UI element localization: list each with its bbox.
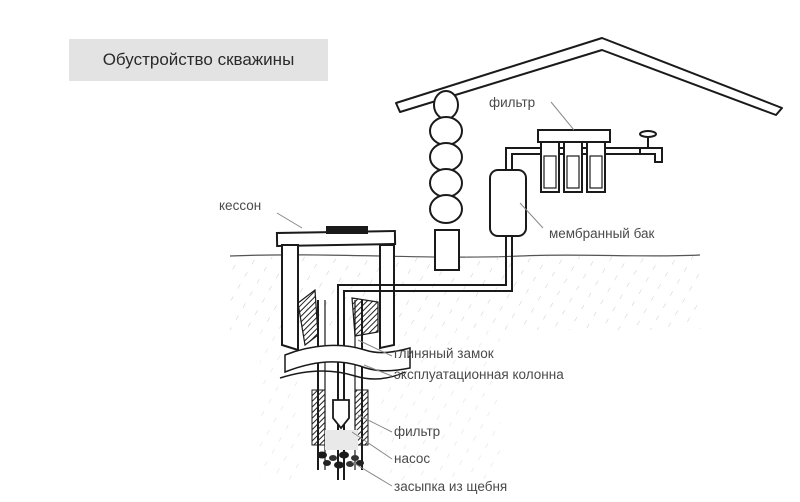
filter-bottom-leader	[357, 414, 393, 433]
label-clay-lock: глиняный замок	[394, 346, 494, 361]
label-caisson: кессон	[219, 198, 262, 213]
membrane-tank-leader	[519, 202, 544, 229]
filter-top-leader	[550, 101, 575, 131]
water-pipe	[337, 147, 655, 480]
clay-lock-leader	[357, 339, 393, 357]
label-pump: насос	[394, 451, 431, 466]
pump-leader	[351, 431, 393, 460]
soil	[229, 254, 701, 480]
label-casing: эксплуатационная колонна	[394, 367, 564, 382]
leader-lines	[276, 101, 575, 487]
label-gravel: засыпка из щебня	[394, 479, 508, 494]
label-membrane-tank: мембранный бак	[549, 226, 655, 241]
casing-leader	[363, 364, 393, 377]
caisson-leader	[276, 212, 303, 229]
gravel-icon	[317, 430, 364, 469]
label-filter-top: фильтр	[489, 95, 536, 110]
faucet-icon	[639, 130, 663, 163]
chimney-column-icon	[429, 90, 463, 271]
gravel-leader	[351, 461, 393, 487]
membrane-tank-icon	[489, 169, 527, 237]
water-filter-cartridges-icon	[537, 129, 611, 193]
house-roof-icon	[395, 37, 783, 116]
label-filter-bottom: фильтр	[394, 424, 441, 439]
submersible-pump-icon	[332, 399, 350, 430]
diagram-title: Обустройство скважины	[102, 50, 295, 69]
caisson-icon	[275, 226, 397, 352]
title-box: Обустройство скважины	[69, 39, 328, 81]
ground-break	[279, 344, 411, 380]
